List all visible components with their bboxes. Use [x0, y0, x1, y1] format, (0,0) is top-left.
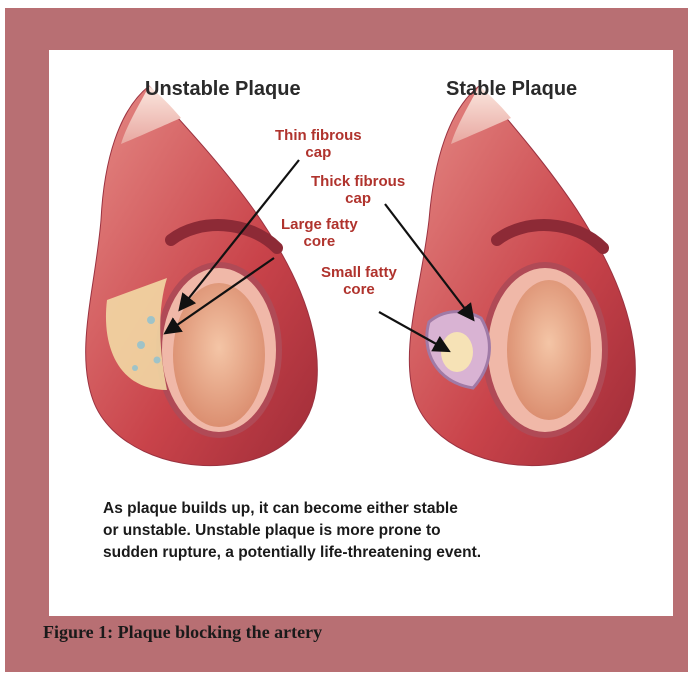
label-thin-fibrous-cap: Thin fibrous cap — [275, 127, 362, 161]
illustration-panel: Unstable Plaque Stable Plaque Thin fibro… — [49, 50, 673, 616]
stable-plaque-heading: Stable Plaque — [446, 78, 577, 101]
unstable-plaque-heading: Unstable Plaque — [145, 78, 301, 101]
label-large-fatty-core: Large fatty core — [281, 216, 358, 250]
stable-artery — [409, 86, 635, 466]
figure-frame: Unstable Plaque Stable Plaque Thin fibro… — [5, 8, 688, 672]
label-thick-fibrous-cap: Thick fibrous cap — [311, 173, 405, 207]
label-small-fatty-core: Small fatty core — [321, 264, 397, 298]
figure-title: Figure 1: Plaque blocking the artery — [43, 622, 322, 643]
illustration-caption: As plaque builds up, it can become eithe… — [103, 498, 481, 564]
